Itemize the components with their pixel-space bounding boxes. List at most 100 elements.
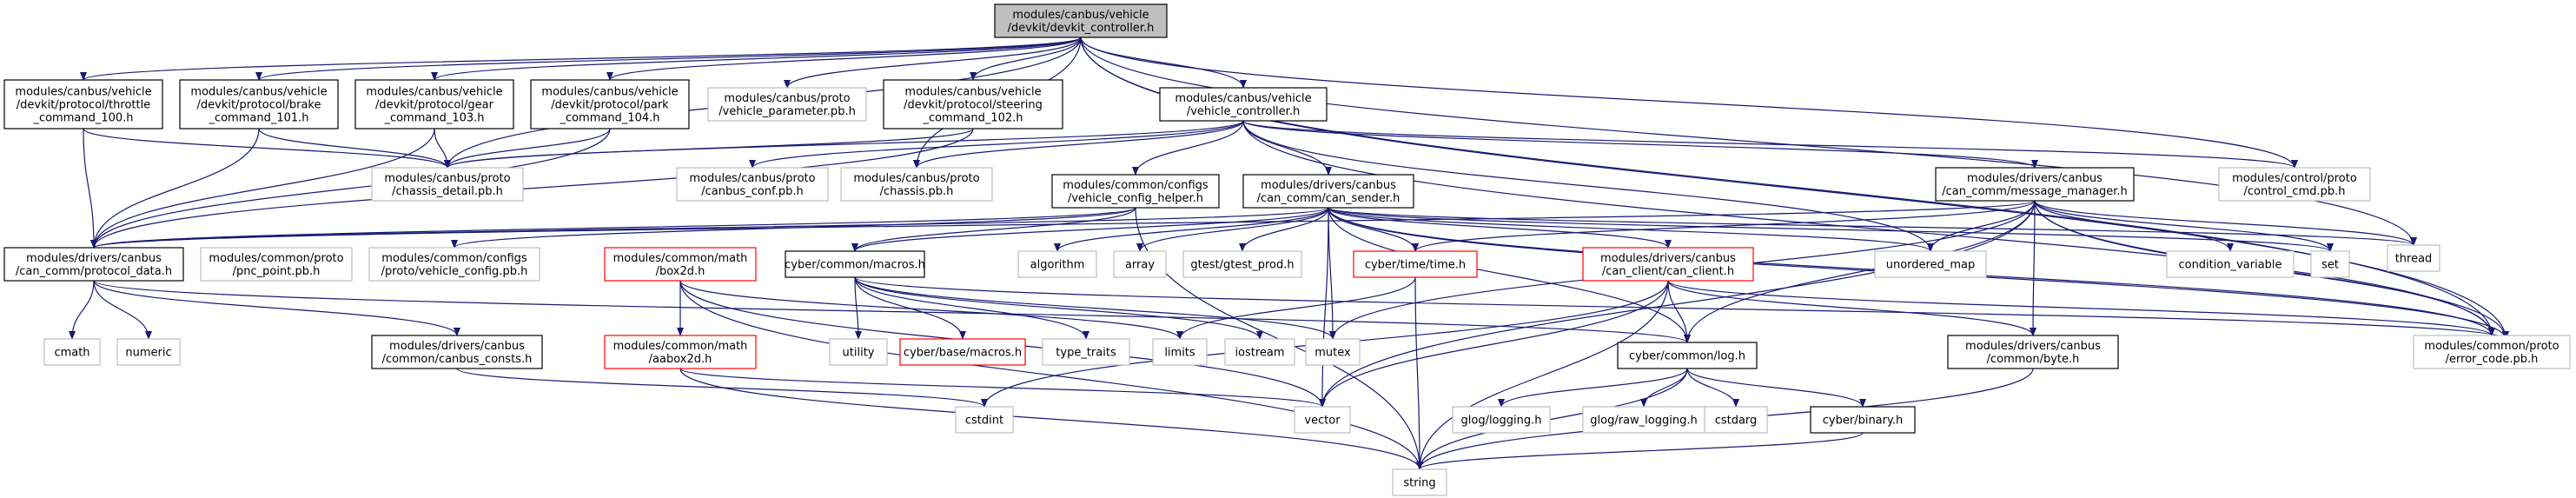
- node-label: string: [1403, 477, 1435, 490]
- node-can-client[interactable]: modules/drivers/canbus/can_client/can_cl…: [1582, 247, 1754, 282]
- node-label: /canbus_conf.pb.h: [701, 185, 803, 198]
- node-box: [354, 79, 514, 129]
- node-box: [829, 338, 888, 366]
- node-label: cyber/binary.h: [1823, 415, 1903, 428]
- node-label: /chassis.pb.h: [880, 185, 954, 198]
- edge-root-to-brake: [255, 37, 1082, 81]
- edge-root-to-park: [606, 37, 1082, 81]
- node-label: /vehicle_controller.h: [1187, 105, 1300, 118]
- node-label: array: [1125, 259, 1155, 272]
- edge-protocol_data-to-canbus_consts: [93, 280, 460, 336]
- node-cyber-macros[interactable]: cyber/common/macros.h: [785, 250, 925, 278]
- edge-log-to-string: [1416, 368, 1688, 470]
- node-label: /control_cmd.pb.h: [2243, 185, 2345, 198]
- node-vehicle-config-helper[interactable]: modules/common/configs/vehicle_config_he…: [1051, 174, 1220, 209]
- node-box: [1042, 338, 1130, 366]
- node-box: [1392, 468, 1447, 496]
- edge-box2d-to-string: [679, 280, 1423, 470]
- node-throttle[interactable]: modules/canbus/vehicle/devkit/protocol/t…: [3, 79, 163, 129]
- node-error-code: modules/common/proto/error_code.pb.h: [2413, 335, 2571, 369]
- node-box: [1051, 174, 1220, 209]
- edge-binary-to-string: [1416, 432, 1864, 470]
- node-byte[interactable]: modules/drivers/canbus/common/byte.h: [1947, 335, 2119, 369]
- node-gear[interactable]: modules/canbus/vehicle/devkit/protocol/g…: [354, 79, 514, 129]
- node-label: type_traits: [1056, 347, 1116, 360]
- node-brake[interactable]: modules/canbus/vehicle/devkit/protocol/b…: [179, 79, 339, 129]
- node-box: [840, 167, 993, 202]
- node-label: modules/canbus/vehicle: [1175, 92, 1311, 105]
- node-label: modules/drivers/canbus: [389, 340, 525, 353]
- edge-can_client-to-string: [1416, 280, 1669, 470]
- node-park[interactable]: modules/canbus/vehicle/devkit/protocol/p…: [530, 79, 690, 129]
- node-cyber-time[interactable]: cyber/time/time.h: [1353, 250, 1478, 278]
- node-glog-raw: glog/raw_logging.h: [1582, 406, 1705, 434]
- node-vehicle-config: modules/common/configs/proto/vehicle_con…: [368, 247, 540, 282]
- node-binary[interactable]: cyber/binary.h: [1810, 406, 1916, 434]
- edge-protocol_data-to-numeric: [93, 280, 152, 340]
- edge-cyber_macros-to-type_traits: [854, 276, 1089, 340]
- node-base-macros[interactable]: cyber/base/macros.h: [899, 338, 1026, 366]
- node-label: modules/canbus/vehicle: [541, 86, 678, 99]
- node-mutex: mutex: [1305, 338, 1361, 366]
- node-box: [1935, 167, 2135, 202]
- node-box: [2387, 244, 2440, 272]
- node-box: [707, 87, 867, 122]
- node-label: modules/common/configs: [1063, 179, 1209, 192]
- node-label: modules/drivers/canbus: [1261, 179, 1396, 192]
- edge-root-to-vehicle_param: [784, 37, 1082, 89]
- node-box: [955, 406, 1014, 434]
- node-message-manager[interactable]: modules/drivers/canbus/can_comm/message_…: [1935, 167, 2135, 202]
- node-numeric: numeric: [116, 338, 181, 366]
- node-label: modules/drivers/canbus: [1965, 340, 2101, 353]
- node-box: [676, 167, 829, 202]
- node-label: mutex: [1314, 347, 1351, 360]
- node-glog-logging: glog/logging.h: [1452, 406, 1551, 434]
- edge-can_sender-to-cyber_macros: [851, 207, 1329, 252]
- node-chassis-detail: modules/canbus/proto/chassis_detail.pb.h: [371, 167, 524, 202]
- node-label: glog/raw_logging.h: [1590, 415, 1697, 428]
- node-label: modules/canbus/proto: [689, 172, 815, 185]
- node-label: /vehicle_parameter.pb.h: [718, 105, 856, 118]
- node-steering[interactable]: modules/canbus/vehicle/devkit/protocol/s…: [883, 79, 1063, 129]
- edge-root-to-vehicle_controller: [1080, 37, 1247, 89]
- node-label: modules/control/proto: [2232, 172, 2357, 185]
- node-type-traits: type_traits: [1042, 338, 1130, 366]
- node-box: [371, 167, 524, 202]
- node-label: /devkit/protocol/gear: [375, 99, 494, 112]
- node-label: /devkit/protocol/throttle: [17, 99, 151, 112]
- edge-log-to-glog_logging: [1498, 368, 1688, 408]
- edge-vehicle_config_helper-to-cyber_macros: [851, 207, 1136, 252]
- node-box: [3, 79, 163, 129]
- node-label: /pnc_point.pb.h: [233, 265, 321, 278]
- node-label: unordered_map: [1886, 259, 1976, 272]
- node-box: [604, 335, 757, 369]
- node-label: /devkit/devkit_controller.h: [1008, 22, 1155, 35]
- node-label: modules/drivers/canbus: [1967, 172, 2103, 185]
- edge-can_sender-to-thread: [1328, 207, 2417, 246]
- edge-cyber_macros-to-memory: [854, 276, 2509, 340]
- edge-gear-to-protocol_data: [90, 128, 435, 249]
- edge-cyber_macros-to-utility: [854, 276, 862, 340]
- node-label: algorithm: [1030, 259, 1085, 272]
- node-limits: limits: [1152, 338, 1208, 366]
- node-box: [785, 250, 925, 278]
- node-aabox2d[interactable]: modules/common/math/aabox2d.h: [604, 335, 757, 369]
- node-label: /can_client/can_client.h: [1602, 265, 1734, 278]
- edge-cyber_macros-to-base_macros: [854, 276, 966, 340]
- node-thread: thread: [2387, 244, 2440, 272]
- node-vehicle-controller[interactable]: modules/canbus/vehicle/vehicle_controlle…: [1159, 87, 1328, 122]
- node-root[interactable]: modules/canbus/vehicle/devkit/devkit_con…: [994, 3, 1168, 38]
- node-label: cyber/time/time.h: [1365, 259, 1466, 272]
- node-label: set: [2321, 259, 2339, 272]
- node-log[interactable]: cyber/common/log.h: [1617, 342, 1758, 369]
- edge-can_client-to-error_code: [1667, 280, 2495, 336]
- node-canbus-consts[interactable]: modules/drivers/canbus/common/canbus_con…: [371, 335, 543, 369]
- node-protocol-data[interactable]: modules/drivers/canbus/can_comm/protocol…: [3, 247, 184, 282]
- node-box2d[interactable]: modules/common/math/box2d.h: [604, 247, 757, 282]
- node-label: _command_101.h: [208, 112, 308, 125]
- node-can-sender[interactable]: modules/drivers/canbus/can_comm/can_send…: [1242, 174, 1414, 209]
- node-utility: utility: [829, 338, 888, 366]
- node-label: cmath: [54, 347, 89, 360]
- edge-brake-to-chassis_detail: [258, 128, 451, 169]
